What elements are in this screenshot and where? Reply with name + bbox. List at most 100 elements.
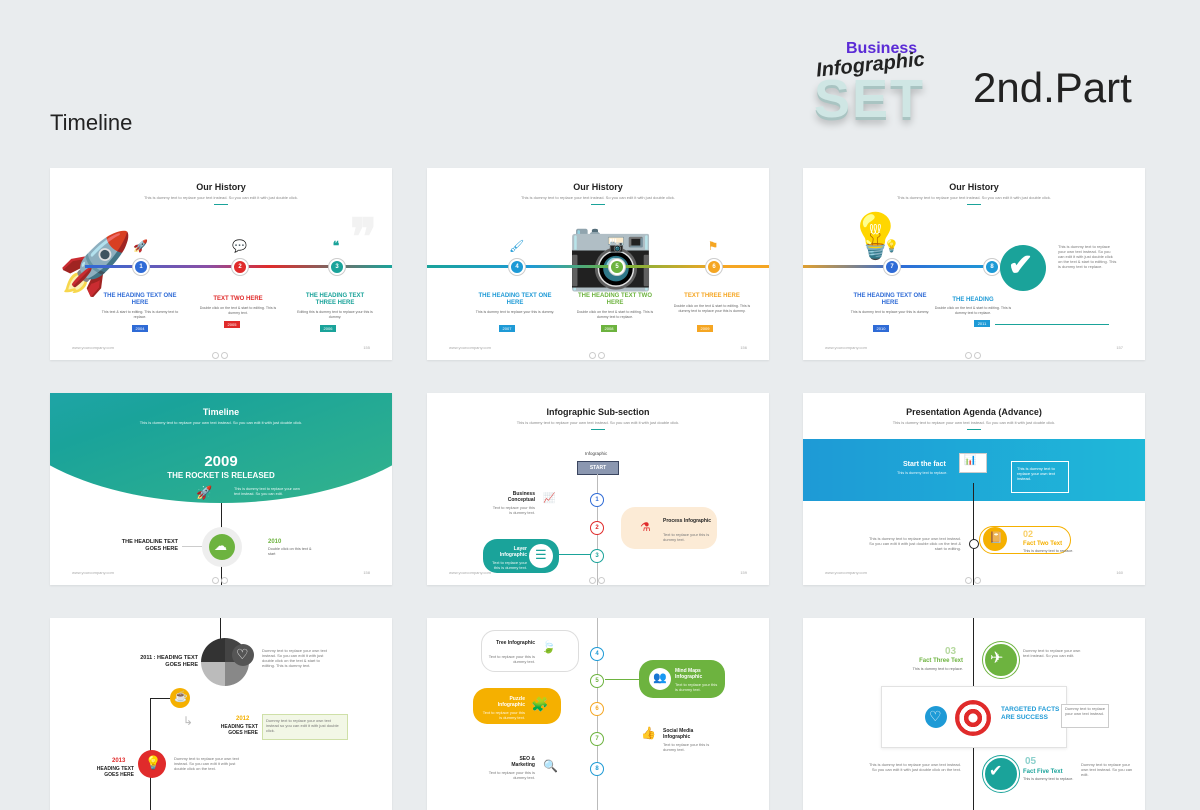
- heading-two: HEADING TEXT GOES HERE: [220, 724, 258, 736]
- chart-icon: 📈: [543, 493, 556, 504]
- slide-heading-timeline[interactable]: ♡ 2011 : HEADING TEXT GOES HERE Dummy te…: [50, 618, 392, 810]
- flow-node-2[interactable]: 2: [591, 522, 603, 534]
- page-number: 158: [363, 570, 370, 575]
- timeline-text-5: Double click on the text & start to edit…: [576, 310, 654, 319]
- title-underline: [591, 204, 605, 205]
- flag-icon: ⚑: [707, 239, 719, 253]
- slide-subtitle: This is dummy text to replace your own t…: [516, 420, 680, 425]
- target-icon: [955, 700, 991, 736]
- start-box[interactable]: START: [577, 461, 619, 475]
- timeline-node-5[interactable]: 5: [609, 259, 625, 275]
- footer-nav[interactable]: [212, 346, 232, 359]
- process-pill[interactable]: [621, 507, 717, 549]
- slide-title: Timeline: [202, 407, 240, 417]
- heading-three-text: Dummy text to replace your own text inst…: [174, 756, 239, 771]
- timeline-node-1[interactable]: 1: [133, 259, 149, 275]
- slide-subsection[interactable]: Infographic Sub-section This is dummy te…: [427, 393, 769, 585]
- timeline-text-1: This text & start to editing. This is du…: [101, 310, 179, 319]
- slide-timeline[interactable]: Timeline This is dummy text to replace y…: [50, 393, 392, 585]
- slide-title: Our History: [949, 182, 999, 192]
- menu-icon: ☰: [535, 547, 547, 562]
- hero-banner: [50, 393, 392, 503]
- fact-three-side: Dummy text to replace your own text inst…: [1023, 648, 1081, 658]
- flask-icon: ⚗: [640, 520, 651, 534]
- plane-badge: [983, 642, 1019, 678]
- year-three: 2013: [112, 758, 126, 764]
- bulb-icon: 💡: [145, 755, 162, 770]
- left-elbow: [150, 698, 170, 699]
- footer-nav[interactable]: [212, 571, 232, 584]
- list-node-6[interactable]: 6: [591, 703, 603, 715]
- diagram-label: Infographic: [585, 451, 608, 456]
- social-text: Text to replace your this is dummy text.: [663, 742, 710, 752]
- timeline-year-2: 2005: [224, 321, 240, 328]
- fact-five-side: Dummy text to replace your own text inst…: [1081, 762, 1133, 777]
- agenda-node[interactable]: [969, 539, 979, 549]
- footer-nav[interactable]: [965, 571, 985, 584]
- timeline-year-1: 2004: [132, 325, 148, 332]
- puzzle-text: Text to replace your this is dummy text.: [482, 710, 525, 720]
- timeline-node-4[interactable]: 4: [509, 259, 525, 275]
- puzzle-pill[interactable]: [473, 688, 561, 724]
- flow-node-3[interactable]: 3: [591, 550, 603, 562]
- agenda-left-text: This is dummy text to replace your own t…: [868, 536, 961, 551]
- curve-arrow-icon: ↳: [183, 714, 194, 728]
- title-underline: [591, 429, 605, 430]
- footer-url: www.yourcompany.com: [825, 570, 867, 575]
- upload-badge[interactable]: [209, 534, 235, 560]
- list-node-8[interactable]: 8: [591, 763, 603, 775]
- fact-one-title: Start the fact: [903, 461, 946, 468]
- check-icon: ✔: [989, 763, 1003, 780]
- footer-nav[interactable]: [589, 571, 609, 584]
- page-number: 155: [363, 345, 370, 350]
- timeline-heading-7: THE HEADING TEXT ONE HERE: [853, 293, 927, 306]
- footer-url: www.yourcompany.com: [449, 345, 491, 350]
- list-node-4[interactable]: 4: [591, 648, 603, 660]
- flow-text-b: Text to replace your this is dummy text.: [663, 532, 710, 542]
- timeline-node-8[interactable]: 8: [984, 259, 1000, 275]
- flow-node-1[interactable]: 1: [591, 494, 603, 506]
- tree-title: Tree Infographic: [496, 640, 535, 646]
- slide-history-2[interactable]: 📷 Our History This is dummy text to repl…: [427, 168, 769, 360]
- flow-title-b: Process Infographic: [663, 518, 712, 524]
- coffee-icon: ☕: [174, 691, 188, 703]
- heart-icon: ♡: [236, 646, 249, 662]
- flow-text-c: Text to replace your this is dummy text.: [492, 560, 527, 570]
- check-badge: [1000, 245, 1046, 291]
- bulb-icon: 💡: [884, 239, 899, 253]
- timeline-text-6: Double click on the text & start to edit…: [673, 304, 751, 313]
- bulb-badge: [138, 750, 166, 778]
- slide-infographic-list[interactable]: Tree Infographic Text to replace your th…: [427, 618, 769, 810]
- heart-icon: ♡: [929, 708, 942, 724]
- list-node-7[interactable]: 7: [591, 733, 603, 745]
- fact-two-text: This is dummy text to replace.: [1023, 549, 1074, 553]
- heading-one: 2011 : HEADING TEXT GOES HERE: [140, 655, 198, 668]
- targeted-card[interactable]: [881, 686, 1067, 748]
- timeline-node-6[interactable]: 6: [706, 259, 722, 275]
- hero-year: 2009: [204, 453, 238, 470]
- timeline-heading-8: THE HEADING: [952, 297, 994, 303]
- seo-title: SEO & Marketing: [511, 756, 535, 768]
- slide-agenda[interactable]: Presentation Agenda (Advance) This is du…: [803, 393, 1145, 585]
- social-title: Social Media Infographic: [663, 728, 694, 740]
- note-text: This is dummy text to replace your own t…: [1017, 466, 1056, 481]
- slide-title: Infographic Sub-section: [546, 407, 650, 417]
- slide-facts[interactable]: 03 Fact Three Text This is dummy text to…: [803, 618, 1145, 810]
- fact-one-text: This is dummy text to replace.: [897, 471, 948, 475]
- slide-history-3[interactable]: 💡 Our History This is dummy text to repl…: [803, 168, 1145, 360]
- slide-history-1[interactable]: 🚀 ❞ Our History This is dummy text to re…: [50, 168, 392, 360]
- flow-title-a: Business Conceptual: [507, 491, 535, 503]
- footer-nav[interactable]: [965, 346, 985, 359]
- footer-nav[interactable]: [589, 346, 609, 359]
- timeline-year-7: 2010: [873, 325, 889, 332]
- fact-three-number: 03: [945, 646, 957, 657]
- rocket-icon: 🚀: [196, 485, 213, 500]
- timeline-node-2[interactable]: 2: [232, 259, 248, 275]
- tree-pill[interactable]: [481, 630, 579, 672]
- timeline-node-3[interactable]: 3: [329, 259, 345, 275]
- list-node-5[interactable]: 5: [591, 675, 603, 687]
- brand-logo: SET Business Infographic: [806, 38, 956, 129]
- timeline-heading-6: TEXT THREE HERE: [684, 293, 740, 299]
- thumbs-up-icon: 👍: [641, 726, 656, 740]
- timeline-node-7[interactable]: 7: [884, 259, 900, 275]
